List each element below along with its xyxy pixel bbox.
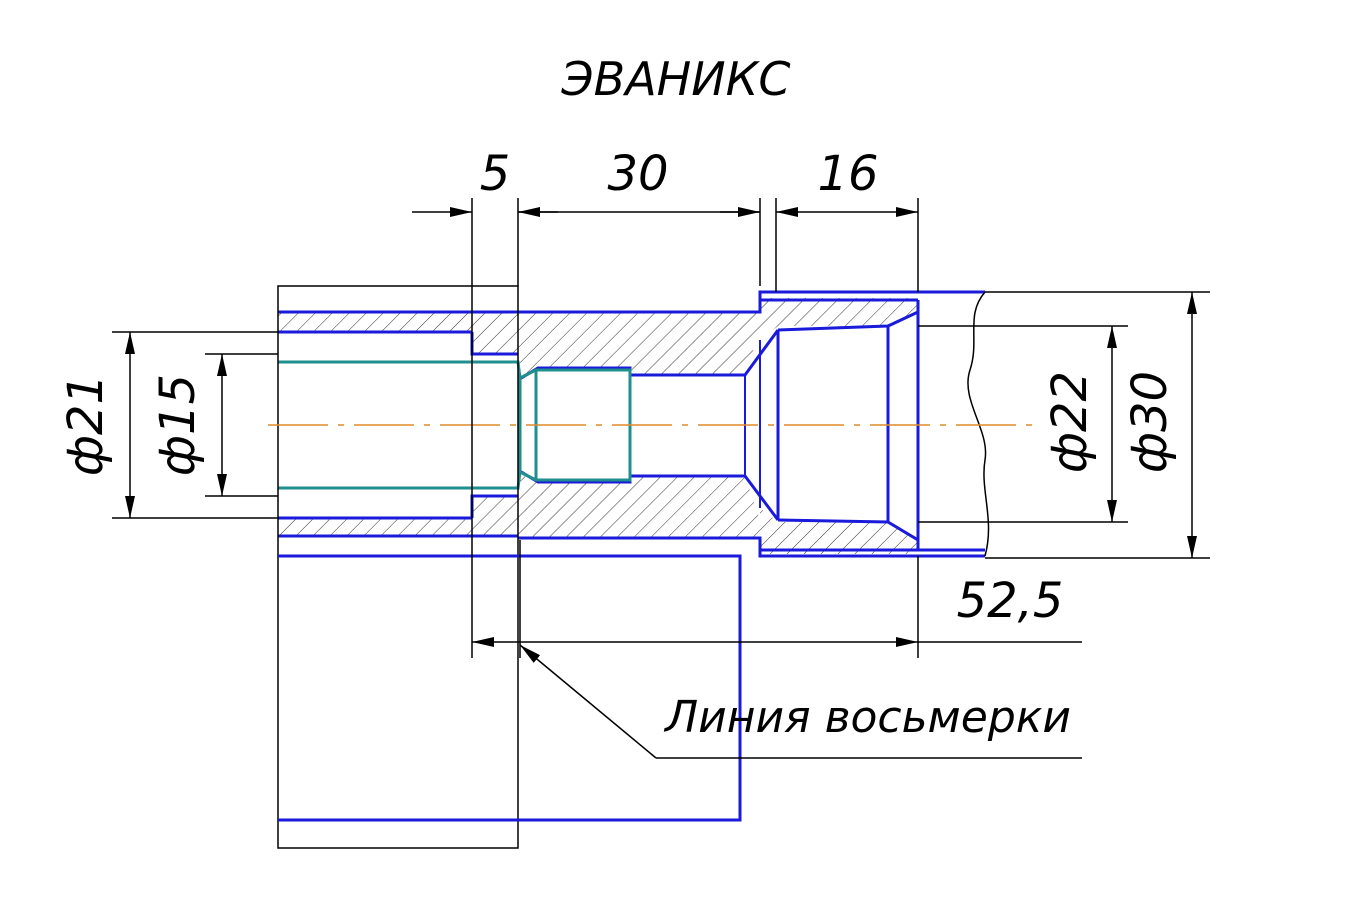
figure-eight-line-note: Линия восьмерки bbox=[663, 692, 1071, 743]
fitting-outline bbox=[278, 290, 1000, 558]
dim-length-16: 16 bbox=[817, 146, 878, 202]
external-view bbox=[277, 285, 742, 849]
dim-diameter-15: ф15 bbox=[150, 374, 206, 476]
dim-length-30: 30 bbox=[607, 146, 668, 202]
dim-length-52-5: 52,5 bbox=[957, 573, 1064, 629]
hatched-sections bbox=[278, 298, 918, 554]
dim-diameter-21: ф21 bbox=[58, 374, 114, 476]
dim-length-5: 5 bbox=[480, 146, 511, 202]
dimension-lines bbox=[112, 198, 1210, 759]
dim-diameter-22: ф22 bbox=[1042, 371, 1098, 473]
drawing-title: ЭВАНИКС bbox=[561, 52, 791, 106]
dim-diameter-30: ф30 bbox=[1122, 371, 1178, 473]
